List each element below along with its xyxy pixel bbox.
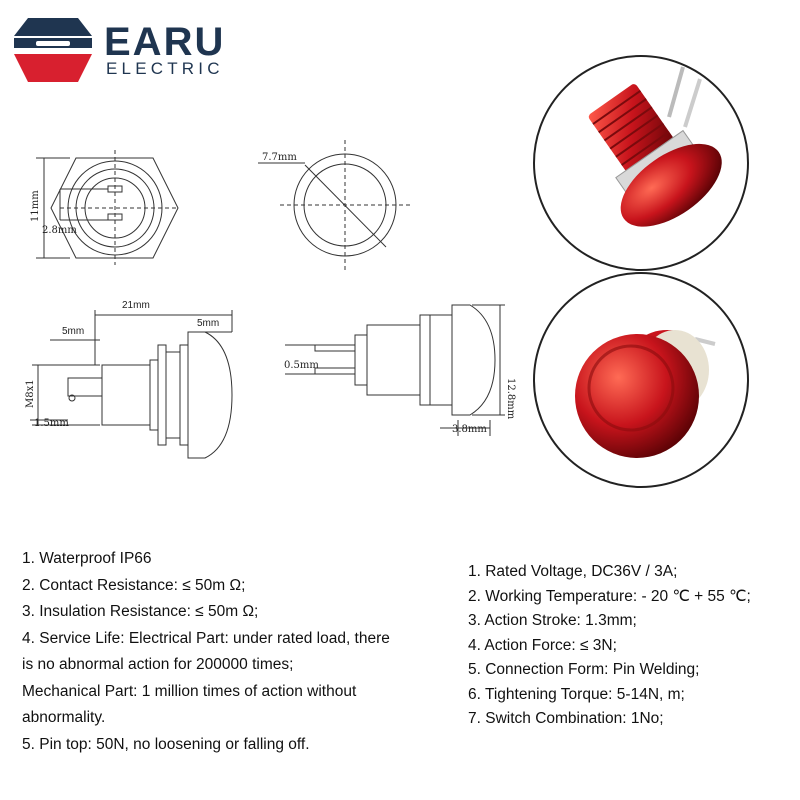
cap-top-view	[258, 140, 410, 270]
spec-item: 5. Pin top: 50N, no loosening or falling…	[22, 735, 310, 753]
side-view-right	[285, 304, 505, 436]
dim-cap-depth: 3.8mm	[452, 424, 487, 435]
spec-item: 4. Service Life: Electrical Part: under …	[22, 629, 390, 647]
spec-item: 2. Working Temperature: - 20 ℃ + 55 ℃;	[468, 587, 751, 605]
dim-thread: M8x1	[25, 379, 36, 408]
spec-list-right: 1. Rated Voltage, DC36V / 3A; 2. Working…	[468, 560, 798, 732]
spec-item: abnormality.	[22, 709, 106, 726]
spec-item: 1. Waterproof IP66	[22, 550, 152, 567]
product-photo-front	[533, 272, 749, 488]
dim-cap-diameter: 7.7mm	[262, 152, 297, 163]
spec-item: 3. Insulation Resistance: ≤ 50m Ω;	[22, 603, 259, 620]
spec-item: 6. Tightening Torque: 5-14N, m;	[468, 685, 685, 703]
technical-drawings: 11mm 2.8mm 7.7mm 21mm 5mm 5mm M8x1 1.5mm…	[25, 140, 516, 459]
spec-item: 1. Rated Voltage, DC36V / 3A;	[468, 563, 678, 580]
brand-subtitle: ELECTRIC	[106, 59, 224, 78]
push-button-front-image	[575, 330, 716, 458]
dim-total-length: 21mm	[122, 300, 150, 311]
dim-pin-length: 5mm	[62, 326, 84, 337]
spec-item: 2. Contact Resistance: ≤ 50m Ω;	[22, 576, 246, 594]
hex-front-view	[36, 150, 179, 265]
push-button-side-image	[588, 66, 722, 227]
spec-item: Mechanical Part: 1 million times of acti…	[22, 682, 357, 700]
brand-name: EARU	[104, 20, 226, 64]
spec-item: 3. Action Stroke: 1.3mm;	[468, 612, 637, 629]
dim-pin-thickness: 0.5mm	[284, 360, 319, 371]
spec-item: 5. Connection Form: Pin Welding;	[468, 661, 700, 678]
spec-item: is no abnormal action for 200000 times;	[22, 656, 294, 673]
spec-list-left: 1. Waterproof IP66 2. Contact Resistance…	[22, 546, 452, 758]
dim-height: 11mm	[30, 190, 41, 222]
spec-item: 4. Action Force: ≤ 3N;	[468, 636, 617, 654]
side-view	[30, 310, 233, 459]
product-photo-side	[533, 55, 749, 271]
brand-logo-icon	[14, 18, 92, 82]
dim-pin-width: 1.5mm	[34, 418, 69, 429]
dim-pin-spacing: 2.8mm	[42, 225, 77, 236]
dim-cap-height: 12.8mm	[505, 378, 516, 420]
spec-item: 7. Switch Combination: 1No;	[468, 710, 664, 727]
dim-cap-length: 5mm	[197, 318, 219, 329]
